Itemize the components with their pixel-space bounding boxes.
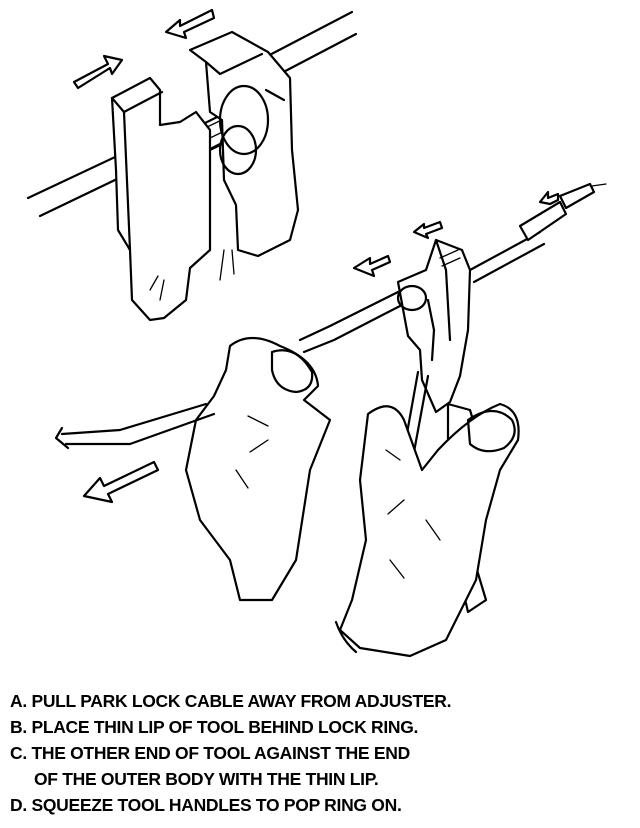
- instruction-step-b: B. PLACE THIN LIP OF TOOL BEHIND LOCK RI…: [10, 717, 419, 737]
- instruction-step-d: D. SQUEEZE TOOL HANDLES TO POP RING ON.: [10, 795, 402, 815]
- instruction-step-c: C. THE OTHER END OF TOOL AGAINST THE END: [10, 743, 410, 763]
- illustration: [26, 8, 607, 658]
- instruction-step-c-continued: OF THE OUTER BODY WITH THE THIN LIP.: [34, 769, 379, 789]
- instruction-step-a: A. PULL PARK LOCK CABLE AWAY FROM ADJUST…: [10, 691, 452, 711]
- tool-closeup-detail: [26, 8, 358, 322]
- instruction-list: A. PULL PARK LOCK CABLE AWAY FROM ADJUST…: [10, 688, 630, 818]
- hands-tool-main-view: [54, 182, 607, 658]
